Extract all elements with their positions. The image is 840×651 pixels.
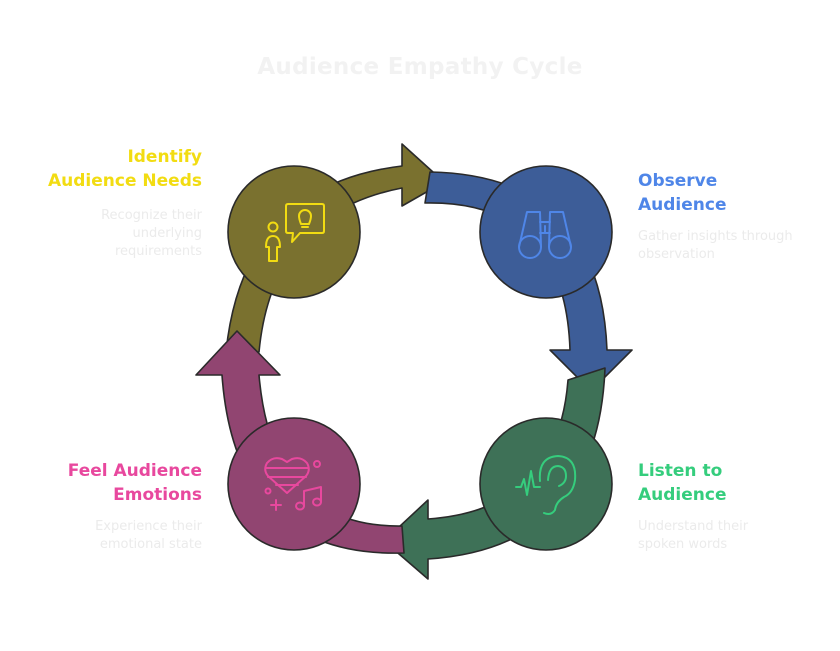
diagram-title: Audience Empathy Cycle — [257, 54, 583, 80]
binoculars-icon — [518, 211, 572, 259]
ear-icon — [515, 455, 577, 515]
heart-music-icon — [264, 457, 322, 511]
circle-listen — [479, 417, 613, 551]
circle-identify — [227, 165, 361, 299]
person-idea-icon — [265, 203, 325, 262]
